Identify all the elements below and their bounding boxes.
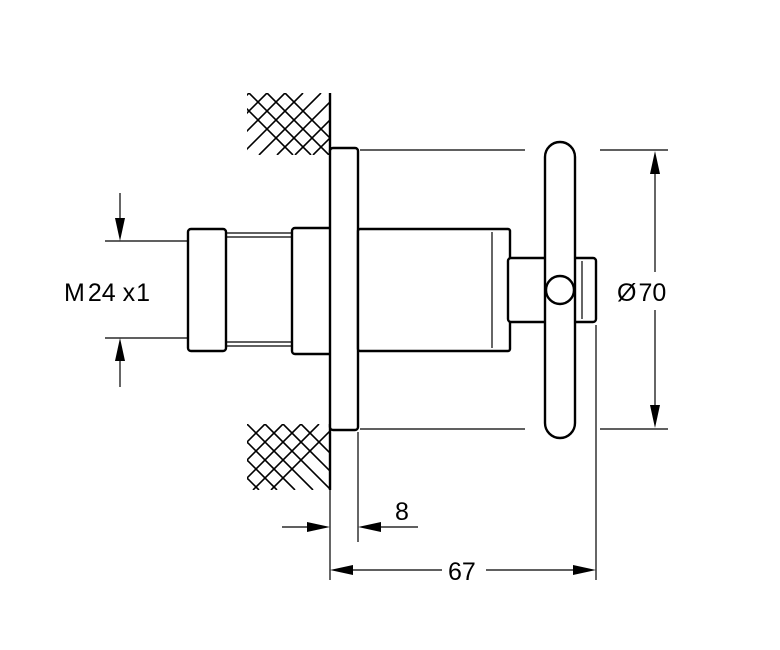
cross-handle	[506, 140, 598, 440]
overall-depth-dimension: 67	[329, 325, 597, 586]
handle-screw	[544, 274, 576, 306]
thread-nut	[186, 227, 228, 353]
overall-depth-label: 67	[448, 558, 476, 586]
rosette-thickness-dimension: 8	[282, 432, 418, 542]
wall-hatch-top	[247, 93, 330, 155]
rosette-thickness-label: 8	[395, 498, 409, 526]
sleeve	[356, 227, 512, 353]
wall-hatch-bottom	[247, 424, 330, 490]
diameter-label: Ø70	[617, 279, 666, 307]
valve-body	[186, 226, 334, 356]
diameter-dimension: Ø70	[360, 149, 668, 430]
rosette-plate	[328, 146, 360, 432]
wall-section	[247, 93, 332, 490]
body-collar	[290, 226, 334, 356]
